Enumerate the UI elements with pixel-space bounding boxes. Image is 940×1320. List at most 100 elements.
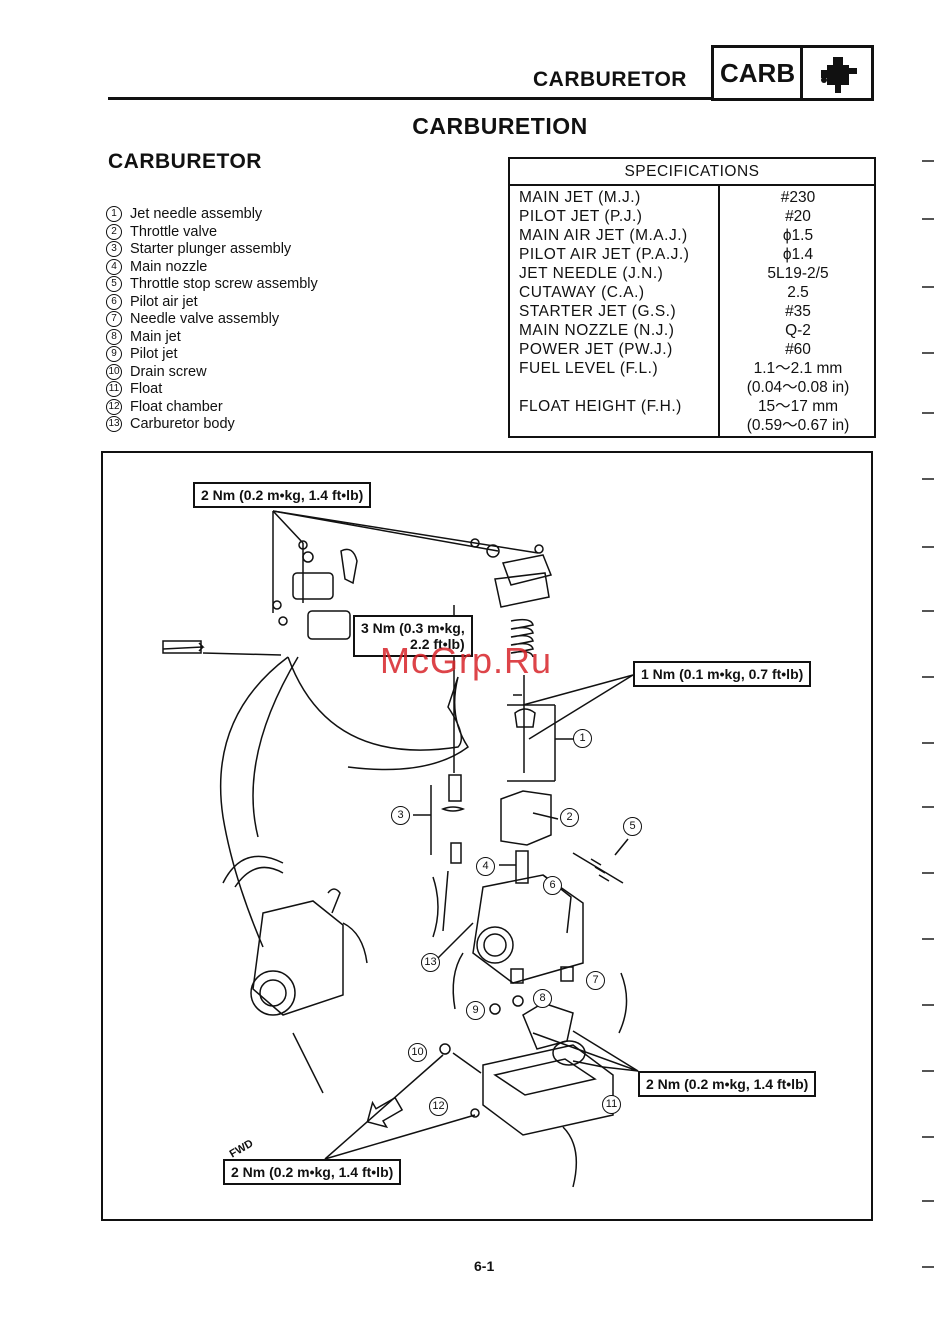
legend-number: 11 (106, 381, 122, 398)
edge-mark (922, 412, 934, 414)
edge-mark (922, 160, 934, 162)
spec-value: 1.1～2.1 mm (753, 360, 843, 377)
legend-label: Carburetor body (130, 416, 235, 432)
torque-spec-float-pin: 2 Nm (0.2 m•kg, 1.4 ft•lb) (638, 1071, 817, 1097)
edge-mark (922, 546, 934, 548)
section-code-box: CARB (711, 45, 874, 101)
torque-spec-throttle-cap: 3 Nm (0.3 m•kg, 2.2 ft•lb) (353, 615, 473, 657)
legend-label: Pilot jet (130, 346, 178, 362)
spec-row: FUEL LEVEL (F.L.) 1.1～2.1 mm (510, 359, 874, 378)
spec-value: 5L19-2/5 (767, 265, 829, 282)
spec-name: POWER JET (PW.J.) (519, 341, 673, 358)
callout-11: 11 (602, 1095, 621, 1114)
torque-spec-top: 2 Nm (0.2 m•kg, 1.4 ft•lb) (193, 482, 372, 508)
spec-row: CUTAWAY (C.A.) 2.5 (510, 283, 874, 302)
edge-mark (922, 872, 934, 874)
spec-row: JET NEEDLE (J.N.)5L19-2/5 (510, 264, 874, 283)
callout-13: 13 (421, 953, 440, 972)
legend-label: Needle valve assembly (130, 311, 280, 327)
spec-name: FUEL LEVEL (F.L.) (519, 360, 659, 377)
legend-label: Float (130, 381, 163, 397)
legend-label: Throttle stop screw assembly (130, 276, 318, 292)
legend-item: 8 Main jet (106, 329, 318, 347)
spec-row-continuation: (0.59～0.67 in) (510, 416, 874, 435)
spec-value: ϕ1.5 (782, 227, 814, 244)
legend-number: 2 (106, 223, 122, 240)
legend-number: 5 (106, 276, 122, 293)
legend-number: 1 (106, 206, 122, 223)
spec-row: PILOT AIR JET (P.A.J.) ϕ1.4 (510, 245, 874, 264)
spec-row: FLOAT HEIGHT (F.H.)15～17 mm (510, 397, 874, 416)
torque-spec-line: 3 Nm (0.3 m•kg, (361, 620, 465, 636)
legend-number: 4 (106, 258, 122, 275)
legend-number: 3 (106, 241, 122, 258)
legend-label: Pilot air jet (130, 293, 198, 310)
legend-number: 7 (106, 311, 122, 328)
legend-item: 11 Float (106, 381, 318, 399)
legend-number: 13 (106, 416, 122, 433)
spec-name: MAIN NOZZLE (N.J.) (519, 322, 675, 339)
edge-mark (922, 806, 934, 808)
edge-mark (922, 1200, 934, 1202)
edge-mark (922, 610, 934, 612)
spec-value: #20 (785, 208, 811, 225)
legend-label: Jet needle assembly (130, 206, 263, 222)
callout-1: 1 (573, 729, 592, 748)
legend-item: 13 Carburetor body (106, 416, 318, 434)
spec-value: #230 (780, 189, 816, 206)
legend-number: 8 (106, 328, 122, 345)
watermark: McGrp.Ru (380, 640, 553, 681)
callout-2: 2 (560, 808, 579, 827)
edge-mark (922, 938, 934, 940)
legend-label: Drain screw (130, 363, 207, 380)
spec-value: 15～17 mm (757, 398, 839, 415)
section-code: CARB (720, 58, 796, 88)
legend-label: Main jet (130, 328, 181, 345)
section-title: CARBURETION (412, 113, 588, 139)
diagram-linework (162, 510, 639, 1188)
edge-mark (922, 1136, 934, 1138)
spec-row: PILOT JET (P.J.)#20 (510, 207, 874, 226)
spec-value: Q-2 (785, 322, 811, 339)
callout-10: 10 (408, 1043, 427, 1062)
callout-9: 9 (466, 1001, 485, 1020)
callout-12: 12 (429, 1097, 448, 1116)
spec-value: ϕ1.4 (782, 246, 814, 263)
spec-name: PILOT AIR JET (P.A.J.) (519, 246, 690, 263)
spec-value: 2.5 (787, 284, 809, 301)
edge-mark (922, 742, 934, 744)
callout-5: 5 (623, 817, 642, 836)
legend-item: 1 Jet needle assembly (106, 206, 318, 224)
spec-value: #60 (785, 341, 811, 358)
callout-6: 6 (543, 876, 562, 895)
legend-label: Starter plunger assembly (130, 241, 292, 257)
specifications-header: SPECIFICATIONS (510, 159, 874, 186)
legend-item: 3 Starter plunger assembly (106, 241, 318, 259)
carburetor-icon (821, 57, 857, 93)
exploded-view-diagram: 2 Nm (0.2 m•kg, 1.4 ft•lb) 3 Nm (0.3 m•k… (101, 451, 873, 1221)
spec-value-imperial: (0.59～0.67 in) (746, 417, 850, 434)
running-header-title: CARBURETOR (533, 68, 687, 91)
torque-spec-float-chamber: 2 Nm (0.2 m•kg, 1.4 ft•lb) (223, 1159, 402, 1185)
spec-value-imperial: (0.04～0.08 in) (746, 379, 850, 396)
spec-row-continuation: (0.04～0.08 in) (510, 378, 874, 397)
specifications-table: SPECIFICATIONS MAIN JET (M.J.)#230 PILOT… (508, 157, 876, 438)
subsection-title: CARBURETOR (108, 150, 262, 173)
torque-spec-line: 2.2 ft•lb) (410, 636, 465, 652)
legend-item: 5 Throttle stop screw assembly (106, 276, 318, 294)
legend-item: 2 Throttle valve (106, 224, 318, 242)
callout-8: 8 (533, 989, 552, 1008)
edge-mark (922, 1266, 934, 1268)
callout-7: 7 (586, 971, 605, 990)
edge-mark (922, 478, 934, 480)
header-rule (108, 97, 712, 100)
legend-label: Throttle valve (130, 223, 218, 240)
legend-item: 7 Needle valve assembly (106, 311, 318, 329)
spec-name: CUTAWAY (C.A.) (519, 284, 645, 301)
spec-name: MAIN AIR JET (M.A.J.) (519, 227, 688, 244)
callout-4: 4 (476, 857, 495, 876)
